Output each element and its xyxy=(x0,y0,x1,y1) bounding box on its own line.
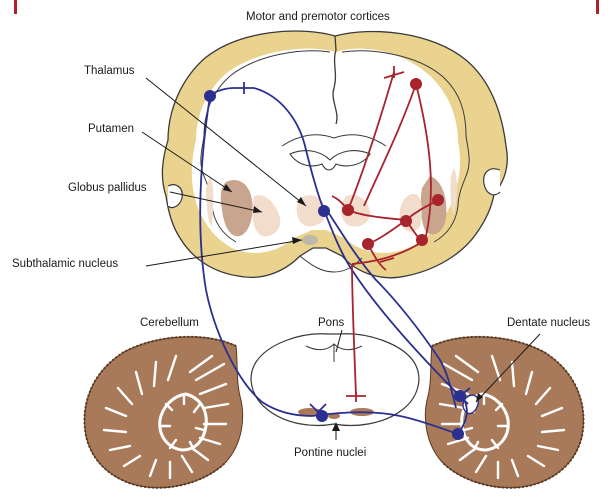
red-neuron-cortex xyxy=(410,78,422,90)
label-thalamus: Thalamus xyxy=(84,66,135,78)
label-cerebellum: Cerebellum xyxy=(140,318,199,330)
blue-neuron-cortex xyxy=(204,90,216,102)
red-neuron-thalamus xyxy=(342,204,354,216)
cerebrum-section xyxy=(162,31,507,278)
right-sylvian-sulcus xyxy=(484,169,500,195)
label-globus-pallidus: Globus pallidus xyxy=(68,183,147,195)
label-pons: Pons xyxy=(318,318,344,330)
subthalamic-nucleus xyxy=(302,235,318,245)
blue-neuron-thalamus xyxy=(318,205,330,217)
blue-neuron-dentate xyxy=(454,390,466,402)
label-putamen: Putamen xyxy=(88,124,134,136)
pons-outline xyxy=(251,334,419,426)
pons-section xyxy=(251,334,419,426)
label-pontine-nuclei: Pontine nuclei xyxy=(294,448,366,460)
label-subthalamic-nucleus: Subthalamic nucleus xyxy=(12,259,118,271)
left-cerebellum xyxy=(85,337,243,488)
right-cerebellum xyxy=(425,337,583,488)
blue-neuron-cerebellar-cortex xyxy=(452,428,464,440)
label-motor-premotor-cortices: Motor and premotor cortices xyxy=(246,12,390,24)
red-neuron-putamen-lower xyxy=(416,234,428,246)
red-neuron-globus-pallidus xyxy=(400,215,412,227)
blue-neuron-pontine xyxy=(316,410,328,422)
label-dentate-nucleus: Dentate nucleus xyxy=(507,318,590,330)
red-neuron-subthalamic xyxy=(362,238,374,250)
red-neuron-putamen-upper xyxy=(432,194,444,206)
